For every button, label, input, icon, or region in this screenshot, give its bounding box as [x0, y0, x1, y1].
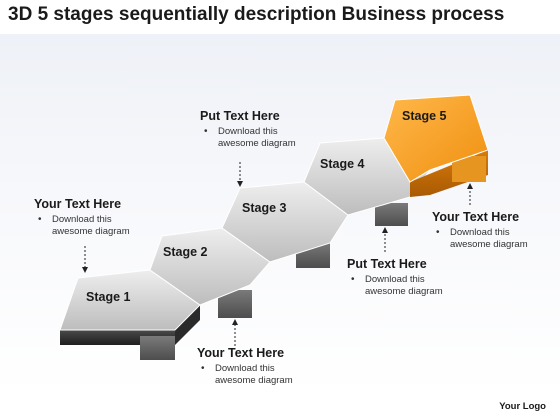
- callout-3-heading: Put Text Here: [200, 109, 280, 123]
- callout-1: Your Text Here Download this awesome dia…: [34, 197, 184, 238]
- logo-text: Your Logo: [499, 401, 546, 412]
- callout-1-heading: Your Text Here: [34, 197, 122, 211]
- callout-2-text: Download this awesome diagram: [201, 363, 305, 387]
- callout-1-text: Download this awesome diagram: [38, 214, 142, 238]
- callout-2-heading: Your Text Here: [197, 346, 285, 360]
- callout-3: Put Text Here Download this awesome diag…: [200, 109, 350, 150]
- page-title: 3D 5 stages sequentially description Bus…: [8, 4, 505, 25]
- callout-5-text: Download this awesome diagram: [436, 227, 540, 251]
- stage-3-label: Stage 3: [242, 201, 287, 215]
- callout-3-text: Download this awesome diagram: [204, 126, 308, 150]
- stage-1-label: Stage 1: [86, 290, 131, 304]
- callout-2: Your Text Here Download this awesome dia…: [197, 346, 347, 387]
- callout-5-heading: Your Text Here: [432, 210, 520, 224]
- stage-2-block: Stage 2: [149, 227, 271, 318]
- stage-5-label: Stage 5: [402, 109, 447, 123]
- callout-5: Your Text Here Download this awesome dia…: [432, 210, 560, 251]
- stage-5-block: Stage 5: [383, 94, 489, 197]
- stage-2-label: Stage 2: [163, 245, 208, 259]
- callout-4-text: Download this awesome diagram: [351, 274, 455, 298]
- callout-4-heading: Put Text Here: [347, 257, 427, 271]
- callout-4: Put Text Here Download this awesome diag…: [347, 257, 497, 298]
- stage-4-label: Stage 4: [320, 157, 365, 171]
- stage-3-block: Stage 3: [221, 181, 349, 268]
